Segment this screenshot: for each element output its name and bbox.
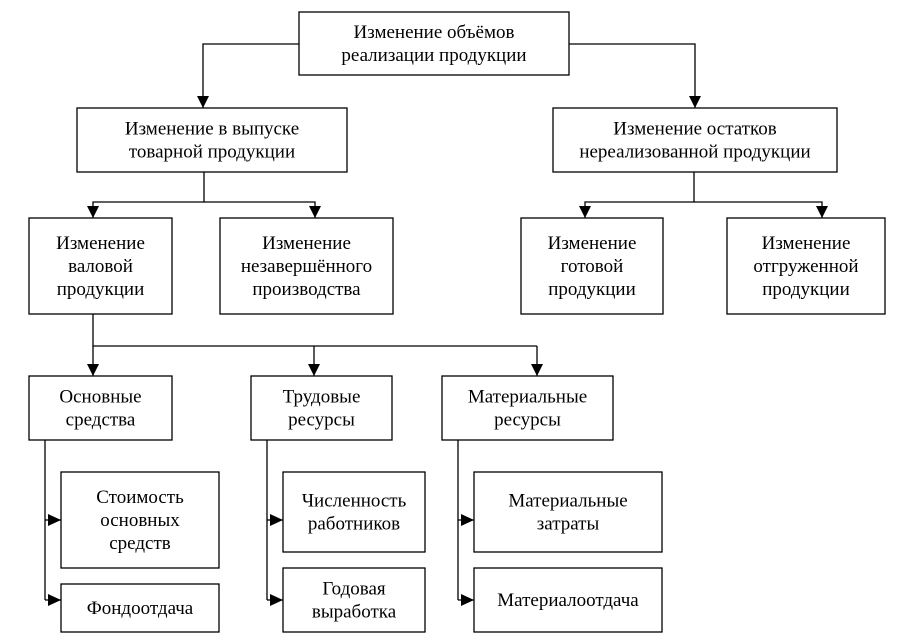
box-frame: [282, 471, 426, 553]
box-label-line: товарной продукции: [129, 142, 295, 163]
box-frame: [473, 567, 663, 633]
arrowhead-down: [87, 364, 99, 376]
box-frame: [250, 375, 393, 441]
box-label-line: средства: [66, 410, 136, 431]
arrowhead-down: [816, 206, 828, 218]
connector-root-to-stock: [569, 43, 696, 108]
arrowhead-right: [270, 514, 283, 526]
box-frame: [552, 107, 838, 173]
box-label-line: Материалоотдача: [497, 590, 639, 611]
box-label-line: ресурсы: [494, 410, 561, 431]
connector-output-to-wip: [204, 201, 316, 218]
box-label-line: отгруженной: [753, 256, 858, 277]
connector-stock-to-shipped: [694, 201, 823, 218]
box-label-line: выработка: [312, 602, 397, 623]
connector-gross-bus: [92, 314, 537, 347]
box-frame: [282, 567, 426, 633]
box-frame: [76, 107, 348, 173]
arrowhead-down: [309, 206, 321, 218]
box-label-line: Изменение: [56, 233, 145, 254]
box-label-line: средств: [109, 533, 171, 554]
arrowhead-down: [308, 364, 320, 376]
box-label-line: нереализованной продукции: [579, 142, 810, 163]
box-label-line: реализации продукции: [341, 45, 526, 66]
box-label-line: Изменение: [762, 233, 851, 254]
box-label-line: затраты: [537, 514, 600, 535]
box-label-line: ресурсы: [288, 410, 355, 431]
box-label-line: Фондоотдача: [87, 598, 194, 619]
arrowhead-down: [531, 364, 543, 376]
box-label-line: Материальные: [468, 387, 587, 408]
arrowhead-down: [87, 206, 99, 218]
box-label-line: Изменение в выпуске: [125, 119, 299, 140]
arrowhead-right: [270, 594, 283, 606]
box-label-line: производства: [252, 279, 361, 300]
arrowhead-right: [48, 514, 61, 526]
box-label-line: основных: [100, 510, 180, 531]
arrowhead-down: [579, 206, 591, 218]
box-frame: [28, 217, 173, 315]
box-label-line: Годовая: [322, 579, 386, 600]
connector-stock-to-finished: [584, 172, 695, 218]
box-frame: [60, 583, 220, 633]
box-label-line: Изменение остатков: [613, 119, 776, 140]
box-mat-return: Материалоотдача: [473, 567, 663, 633]
box-label-line: Основные: [59, 387, 141, 408]
box-label-line: Изменение: [548, 233, 637, 254]
arrowhead-down: [689, 96, 701, 108]
box-frame: [726, 217, 886, 315]
box-label-line: Изменение: [262, 233, 351, 254]
box-label-line: валовой: [68, 256, 133, 277]
box-label-line: продукции: [548, 279, 636, 300]
box-frame: [60, 471, 220, 569]
box-label-line: Изменение объёмов: [354, 22, 515, 43]
connector-output-to-gross: [92, 172, 205, 218]
arrowhead-right: [48, 594, 61, 606]
box-label-line: продукции: [762, 279, 850, 300]
box-label-line: Трудовые: [283, 387, 361, 408]
box-label-line: продукции: [57, 279, 145, 300]
box-fa-return: Фондоотдача: [60, 583, 220, 633]
box-label-line: Численность: [302, 491, 407, 512]
box-frame: [28, 375, 173, 441]
box-label-line: незавершённого: [241, 256, 372, 277]
box-frame: [473, 471, 663, 553]
box-label-line: готовой: [561, 256, 624, 277]
box-frame: [520, 217, 664, 315]
box-frame: [441, 375, 614, 441]
connectors: [44, 43, 828, 606]
box-frame: [298, 11, 570, 76]
arrowhead-down: [197, 96, 209, 108]
box-label-line: Стоимость: [96, 487, 184, 508]
box-frame: [219, 217, 394, 315]
arrowhead-right: [461, 514, 474, 526]
box-label-line: Материальные: [508, 491, 627, 512]
arrowhead-right: [461, 594, 474, 606]
connector-root-to-output: [202, 43, 299, 108]
box-label-line: работников: [308, 514, 400, 535]
